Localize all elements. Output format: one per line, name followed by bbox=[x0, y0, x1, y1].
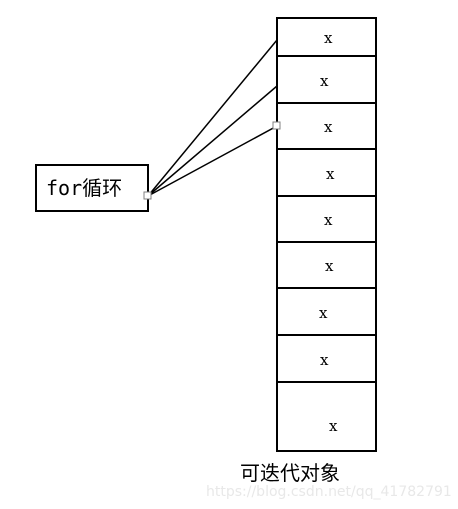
iterable-cell-label-2: x bbox=[320, 72, 329, 90]
for-loop-node: for循环 bbox=[35, 164, 149, 212]
iterable-cell-5 bbox=[276, 195, 377, 243]
iterable-cell-9 bbox=[276, 381, 377, 452]
connector-line-1 bbox=[147, 39, 278, 197]
watermark-text: https://blog.csdn.net/qq_41782791 bbox=[206, 484, 452, 500]
for-loop-box bbox=[35, 164, 149, 212]
iterable-cell-label-1: x bbox=[324, 29, 333, 47]
iterable-cell-label-5: x bbox=[324, 211, 333, 229]
iterable-cell-3 bbox=[276, 102, 377, 150]
iterable-cell-label-8: x bbox=[320, 351, 329, 369]
for-loop-label: for循环 bbox=[46, 176, 122, 200]
connection-handle-loop bbox=[143, 191, 152, 200]
connector-line-3 bbox=[147, 125, 278, 197]
connection-handle-cell bbox=[272, 121, 281, 130]
connector-line-2 bbox=[147, 85, 278, 197]
iterable-cell-label-7: x bbox=[319, 304, 328, 322]
iterable-column: x x x x x x x x x bbox=[276, 17, 377, 452]
iterable-cell-label-9: x bbox=[329, 417, 338, 435]
iterable-caption: 可迭代对象 bbox=[240, 461, 340, 485]
iterable-cell-7 bbox=[276, 287, 377, 336]
iterable-cell-label-3: x bbox=[324, 118, 333, 136]
iterable-cell-label-6: x bbox=[325, 257, 334, 275]
iterable-cell-label-4: x bbox=[326, 165, 335, 183]
